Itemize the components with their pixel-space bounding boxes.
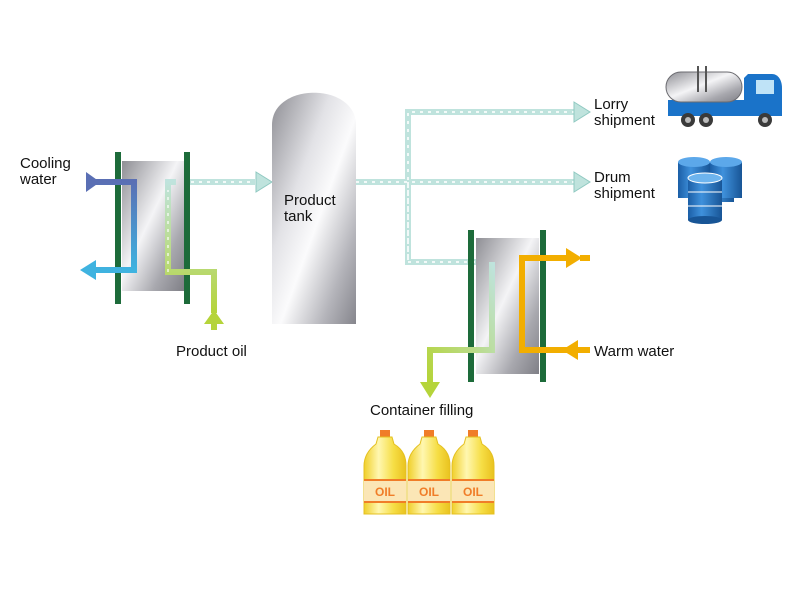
oil-flow-pipes [168,109,575,265]
cooling-water-in-arrow [86,172,100,192]
product-tank [272,92,356,324]
container-filling-label: Container filling [370,402,474,419]
oil-bottle-icon [363,430,407,515]
cooling-water-label-line1: Cooling [20,155,71,172]
warm-water-out-stub [580,255,590,261]
cooling-heat-exchanger [88,152,217,313]
product-oil-in-arrow [204,310,224,324]
cooling-water-label: Cooling water [20,156,71,188]
product-tank-label-line2: tank [284,208,313,225]
warm-water-out-arrow [566,248,582,268]
lorry-shipment-label: Lorry shipment [594,97,655,129]
product-oil-in-stub [211,322,217,330]
lorry-shipment-label-line1: Lorry [594,96,629,113]
bottle-label-text-1: OIL [375,485,395,499]
arrow-to-tank [255,171,273,193]
cooling-water-label-line2: water [20,171,57,188]
product-tank-label: Product tank [284,193,336,225]
oil-drums-icon [678,157,742,224]
pipe-to-lorry [405,109,575,260]
drum-shipment-label-line2: shipment [594,185,655,202]
warm-water-in-stub [576,347,590,353]
arrow-to-lorry [573,101,591,123]
lorry-shipment-label-line2: shipment [594,112,655,129]
cooling-water-out-arrow [80,260,96,280]
drum-shipment-label: Drum shipment [594,170,655,202]
bottle-label-text-2: OIL [419,485,439,499]
product-oil-label: Product oil [176,343,247,360]
oil-bottle-icon [451,430,495,515]
oil-to-filling-path [427,262,495,382]
product-tank-label-line1: Product [284,192,336,209]
tanker-truck-icon [665,66,782,127]
cooling-water-path [88,179,137,273]
warm-water-in-arrow [562,340,578,360]
oil-bottle-icon [407,430,451,515]
oil-bottles-icon [363,430,495,515]
filling-arrow [420,382,440,398]
warm-water-heat-exchanger [427,230,572,382]
warm-water-label: Warm water [594,343,675,360]
arrow-to-drum [573,171,591,193]
warm-water-path [519,255,572,353]
drum-shipment-label-line1: Drum [594,169,631,186]
bottle-label-text-3: OIL [463,485,483,499]
